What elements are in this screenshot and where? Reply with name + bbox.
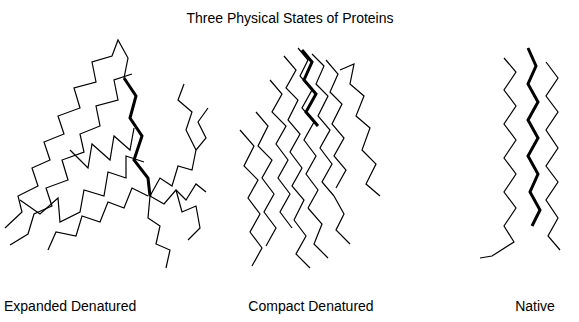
compact-denatured-trace (240, 48, 380, 268)
expanded-denatured-trace (5, 40, 208, 268)
native-trace (480, 58, 560, 258)
state-label: Compact Denatured (248, 298, 373, 314)
state-label: Native (515, 298, 555, 314)
diagram-title: Three Physical States of Proteins (187, 10, 394, 26)
compact-denatured-bold-strand (302, 50, 318, 126)
native-bold-strand (528, 48, 540, 226)
state-label: Expanded Denatured (4, 298, 136, 314)
expanded-denatured-bold-strand (124, 78, 150, 196)
